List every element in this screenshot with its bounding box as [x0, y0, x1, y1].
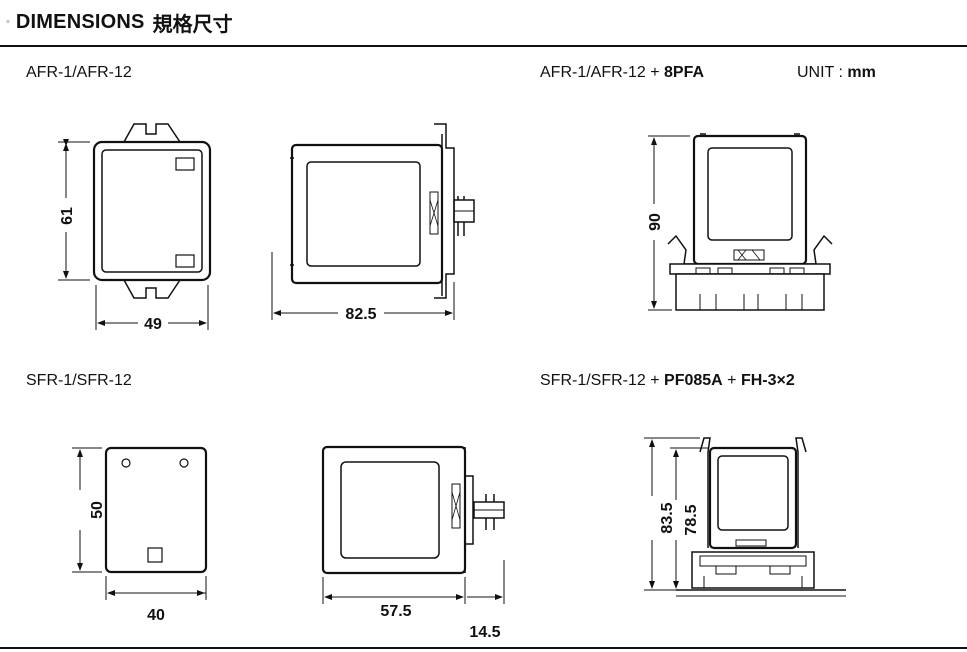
sfr-width-dimension [105, 576, 207, 600]
afr-side-view [290, 123, 475, 299]
sfr-depth-label: 57.5 [380, 603, 411, 620]
sfr-side-view [321, 445, 505, 575]
afr-socket-view [667, 133, 833, 311]
afr-height-dimension [58, 139, 90, 281]
afr-width-label: 49 [144, 316, 162, 333]
sfr-height-label: 50 [89, 501, 106, 519]
sfr-socket-dimensions [644, 437, 708, 591]
sfr-pin-label: 14.5 [469, 624, 500, 641]
header-title-zh: 規格尺寸 [152, 11, 233, 36]
afr-front-view [92, 123, 212, 299]
afr-socket-height-dimension [648, 135, 690, 311]
afr-depth-dimension [271, 252, 455, 320]
sfr-socket-total-label: 83.5 [659, 502, 676, 533]
section-label-sfr: SFR-1/SFR-12 [26, 372, 132, 389]
sfr-socket-body-label: 78.5 [683, 504, 700, 535]
section-label-sfr-socket: SFR-1/SFR-12 + PF085A + FH-3×2 [540, 372, 795, 389]
unit-label: UNIT : mm [797, 64, 876, 81]
sfr-height-dimension [72, 447, 102, 573]
section-label-afr-8pfa: AFR-1/AFR-12 + 8PFA [540, 64, 705, 81]
afr-width-dimension [95, 285, 209, 330]
page-header: ◦ DIMENSIONS 規格尺寸 [6, 8, 233, 36]
afr-depth-label: 82.5 [345, 306, 376, 323]
sfr-front-view [104, 446, 208, 574]
sfr-socket-view [676, 437, 846, 597]
header-bullet: ◦ [6, 16, 10, 28]
afr-height-label: 61 [59, 207, 76, 225]
sfr-width-label: 40 [147, 607, 165, 624]
header-rule [0, 45, 967, 47]
header-title-en: DIMENSIONS [15, 10, 145, 33]
footer-rule [0, 647, 967, 649]
sfr-depth-dimension [322, 560, 505, 604]
section-label-afr: AFR-1/AFR-12 [26, 64, 132, 81]
afr-socket-height-label: 90 [647, 213, 664, 231]
